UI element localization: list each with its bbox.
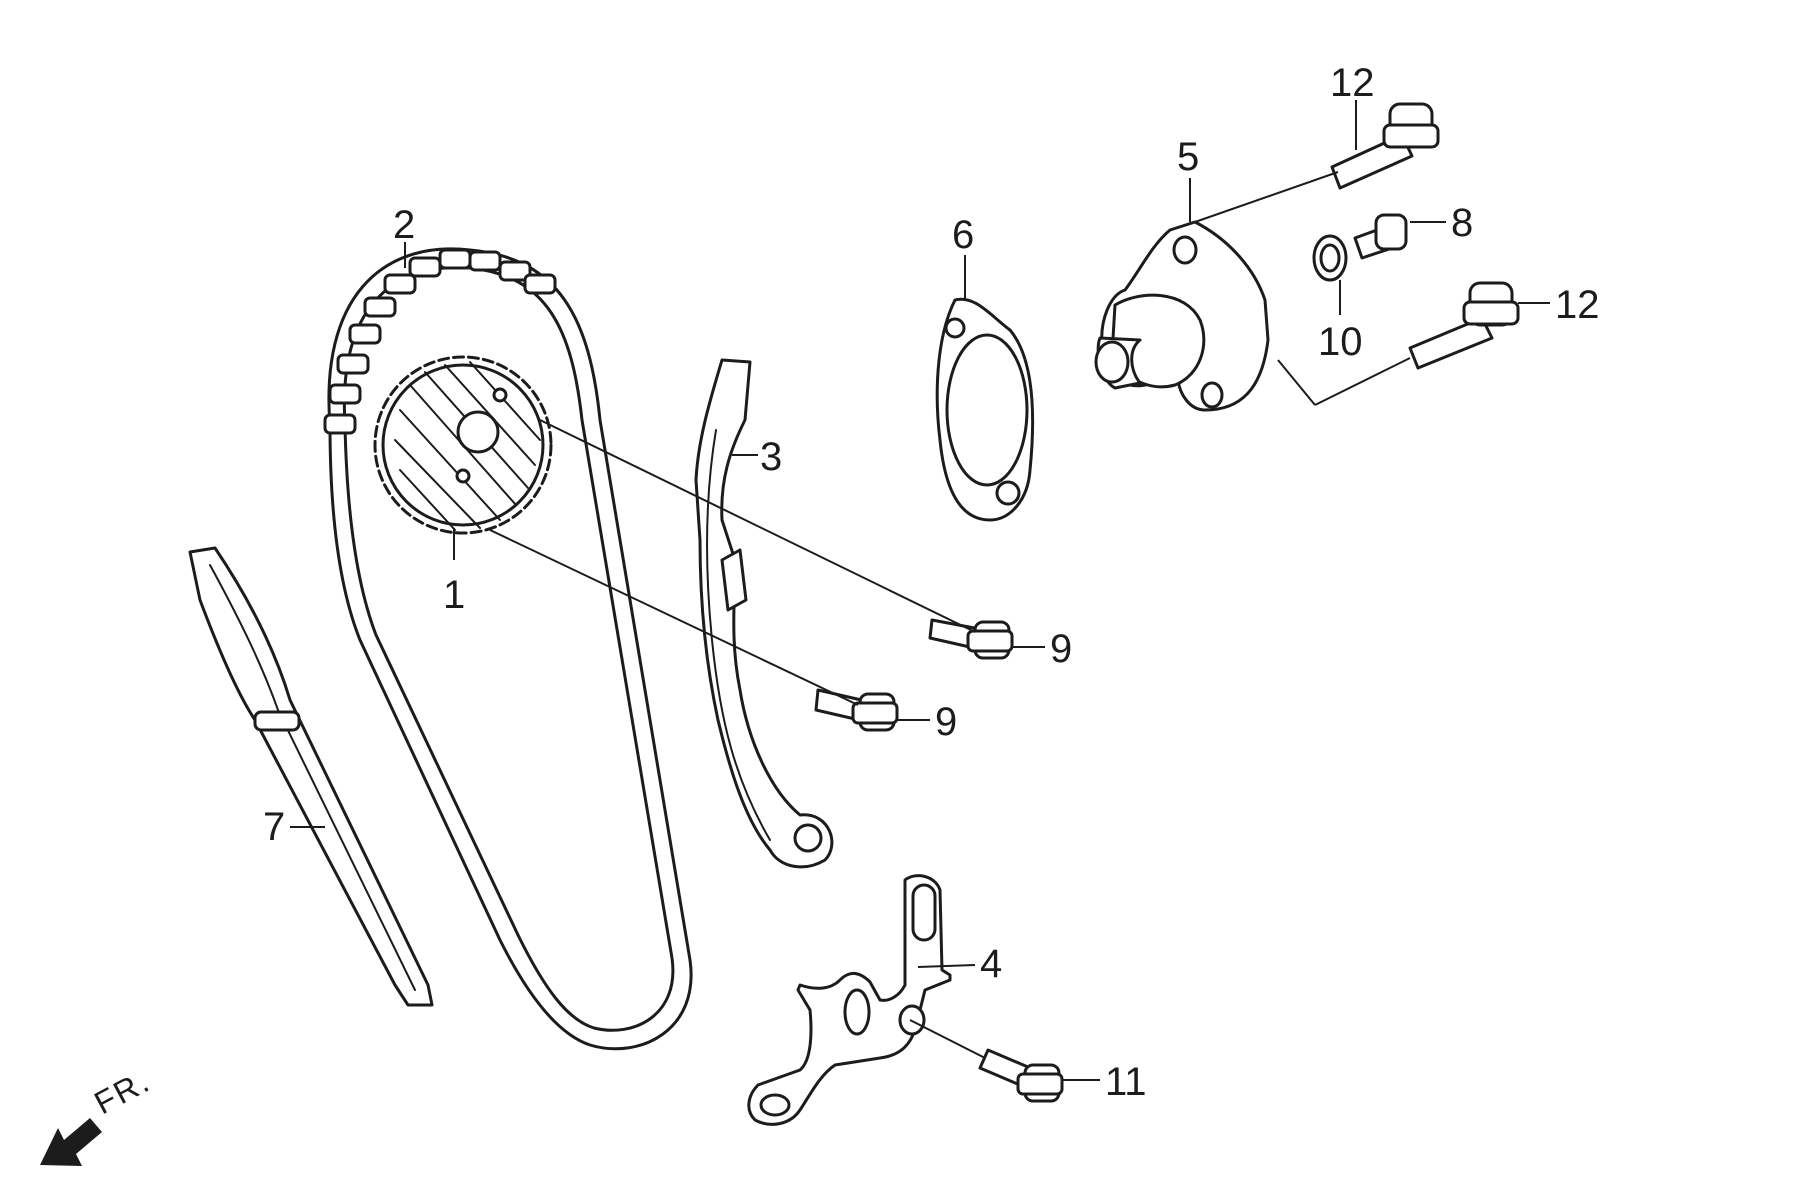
callout-9-upper: 9 (1050, 627, 1072, 671)
cam-sprocket (373, 355, 553, 535)
callout-3: 3 (760, 435, 782, 479)
front-direction-indicator: FR. (40, 1062, 156, 1166)
callout-1: 1 (443, 573, 465, 617)
callout-12-upper: 12 (1330, 61, 1375, 105)
sprocket-bolt-lower (814, 688, 899, 732)
callout-4: 4 (980, 942, 1002, 986)
callout-11: 11 (1105, 1060, 1147, 1104)
callout-10: 10 (1318, 320, 1363, 364)
callout-12-lower: 12 (1555, 283, 1600, 327)
guide-bracket (747, 874, 952, 1126)
tensioner-bolt-lower (1408, 281, 1520, 370)
chain-links (323, 248, 557, 435)
callout-5: 5 (1177, 135, 1199, 179)
sealing-washer (1312, 234, 1348, 282)
callout-6: 6 (952, 213, 974, 257)
leader-lines (290, 100, 1550, 1081)
tensioner-slipper (694, 358, 834, 869)
tensioner-bolt-upper (1330, 102, 1440, 190)
bracket-bolt (978, 1048, 1064, 1103)
front-arrow-icon (40, 1118, 102, 1166)
callout-8: 8 (1451, 201, 1473, 245)
callout-labels: 1 2 3 4 5 6 7 8 9 9 10 11 12 12 (263, 61, 1600, 1104)
sprocket-bolt-upper (928, 618, 1014, 660)
chain-guide (188, 546, 434, 1007)
tensioner-lifter (1094, 220, 1270, 412)
callout-2: 2 (393, 203, 415, 247)
sealing-bolt (1353, 213, 1408, 260)
tensioner-gasket (935, 297, 1035, 522)
callout-7: 7 (263, 805, 285, 849)
front-label: FR. (88, 1062, 156, 1121)
callout-9-lower: 9 (935, 700, 957, 744)
